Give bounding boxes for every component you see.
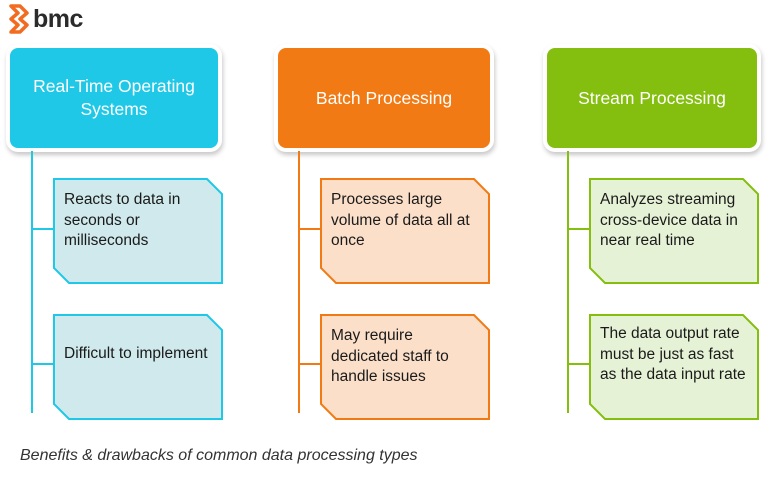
card-shape bbox=[320, 178, 490, 284]
card-text: The data output rate must be just as fas… bbox=[600, 325, 746, 383]
card-shape bbox=[53, 314, 223, 420]
card-shape bbox=[320, 314, 490, 420]
card-text: Reacts to data in seconds or millisecond… bbox=[64, 191, 181, 249]
card-shape bbox=[589, 178, 759, 284]
card-text: Processes large volume of data all at on… bbox=[331, 191, 470, 249]
connector-vertical bbox=[567, 151, 569, 413]
connector-branch-2 bbox=[298, 363, 320, 365]
bmc-logo: bmc bbox=[8, 3, 83, 35]
connector-branch-1 bbox=[31, 228, 53, 230]
header-batch: Batch Processing bbox=[278, 48, 490, 148]
header-real-time-title: Real-Time Operating Systems bbox=[33, 76, 195, 119]
card-text: May require dedicated staff to handle is… bbox=[331, 327, 449, 385]
connector-vertical bbox=[298, 151, 300, 413]
connector-branch-2 bbox=[567, 363, 589, 365]
bmc-logo-text: bmc bbox=[33, 4, 83, 33]
connector-vertical bbox=[31, 151, 33, 413]
card-shape bbox=[589, 314, 759, 420]
card-batch-drawback: May require dedicated staff to handle is… bbox=[320, 314, 490, 420]
connector-branch-1 bbox=[298, 228, 320, 230]
card-batch-benefit: Processes large volume of data all at on… bbox=[320, 178, 490, 284]
header-stream: Stream Processing bbox=[547, 48, 757, 148]
card-text: Difficult to implement bbox=[64, 345, 208, 362]
card-text: Analyzes streaming cross-device data in … bbox=[600, 191, 738, 249]
header-stream-title: Stream Processing bbox=[578, 87, 726, 108]
card-shape bbox=[53, 178, 223, 284]
bmc-logo-icon bbox=[9, 4, 29, 34]
card-real-time-drawback: Difficult to implement bbox=[53, 314, 223, 420]
connector-branch-1 bbox=[567, 228, 589, 230]
header-batch-title: Batch Processing bbox=[315, 87, 453, 108]
card-real-time-benefit: Reacts to data in seconds or millisecond… bbox=[53, 178, 223, 284]
card-stream-benefit: Analyzes streaming cross-device data in … bbox=[589, 178, 759, 284]
connector-branch-2 bbox=[31, 363, 53, 365]
header-real-time: Real-Time Operating Systems bbox=[10, 48, 218, 148]
figure-caption: Benefits & drawbacks of common data proc… bbox=[20, 447, 418, 464]
card-stream-drawback: The data output rate must be just as fas… bbox=[589, 314, 759, 420]
